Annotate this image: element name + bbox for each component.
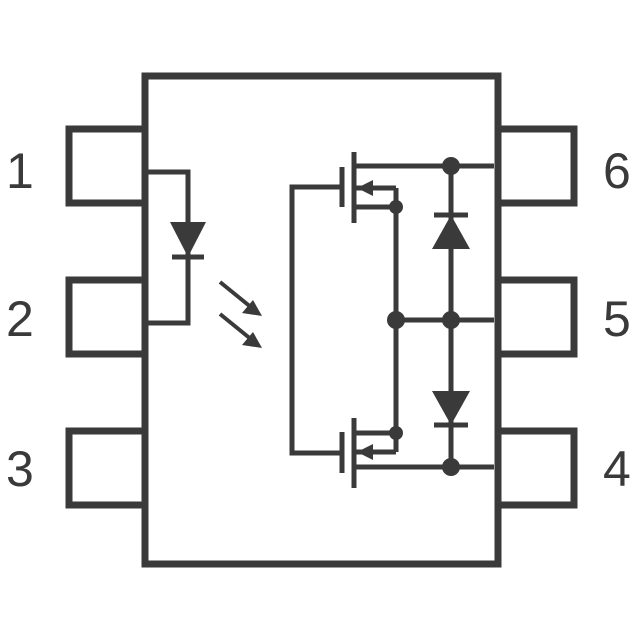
led-diode-icon [170, 222, 206, 257]
junction-dots [387, 157, 460, 476]
mosfet-upper-arrow-icon [357, 180, 373, 196]
diode-upper-icon [432, 215, 470, 249]
pin-pad-3 [65, 427, 149, 509]
pin-label-3: 3 [6, 441, 34, 497]
pin-pad-6 [494, 125, 578, 207]
pin-pad-1 [65, 125, 149, 207]
pin-label-6: 6 [603, 143, 631, 199]
light-arrows-icon [218, 280, 262, 348]
pin-label-5: 5 [603, 291, 631, 347]
pin-pad-5 [494, 276, 578, 358]
diode-lower-icon [432, 391, 470, 425]
pin-label-2: 2 [6, 291, 34, 347]
pin-pad-4 [494, 427, 578, 509]
pin-label-4: 4 [603, 441, 631, 497]
led-circuit [148, 169, 204, 326]
mosfet-lower-arrow-icon [357, 444, 373, 460]
gate-wire [289, 184, 342, 456]
led-wire [148, 169, 191, 326]
pin-pad-2 [65, 276, 149, 358]
pin-label-1: 1 [6, 143, 34, 199]
